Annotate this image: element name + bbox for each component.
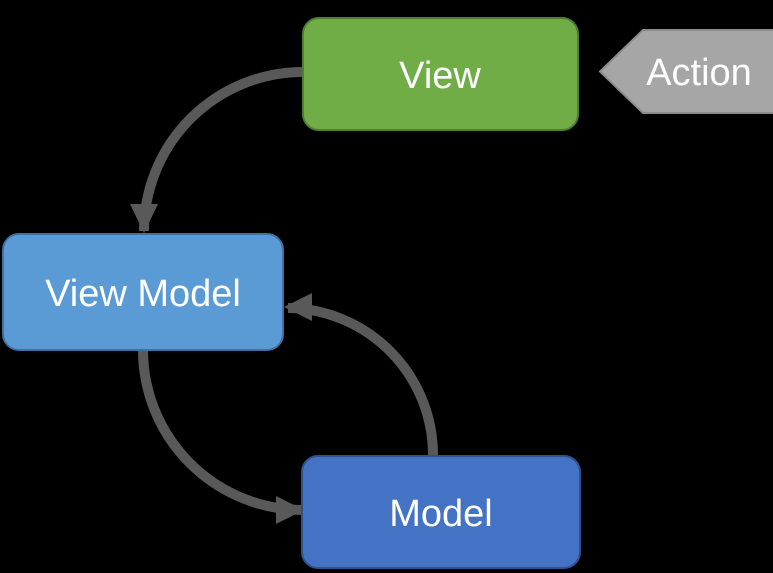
model-node bbox=[301, 455, 581, 569]
view-node bbox=[302, 17, 579, 131]
action-pentagon-shape bbox=[598, 29, 773, 114]
arrow-model-to-viewmodel bbox=[287, 303, 438, 456]
view-label: View bbox=[399, 55, 481, 97]
arrowhead-view-to-viewmodel-icon bbox=[130, 204, 158, 233]
view-model-label: View Model bbox=[45, 273, 241, 315]
view-model-node bbox=[2, 233, 284, 351]
action-label: Action bbox=[646, 52, 752, 94]
model-label: Model bbox=[389, 493, 493, 535]
arrowhead-viewmodel-to-model-icon bbox=[276, 496, 304, 524]
arrowhead-model-to-viewmodel-icon bbox=[284, 293, 312, 321]
arrow-view-to-viewmodel bbox=[139, 67, 304, 232]
arrow-viewmodel-to-model bbox=[138, 349, 304, 515]
